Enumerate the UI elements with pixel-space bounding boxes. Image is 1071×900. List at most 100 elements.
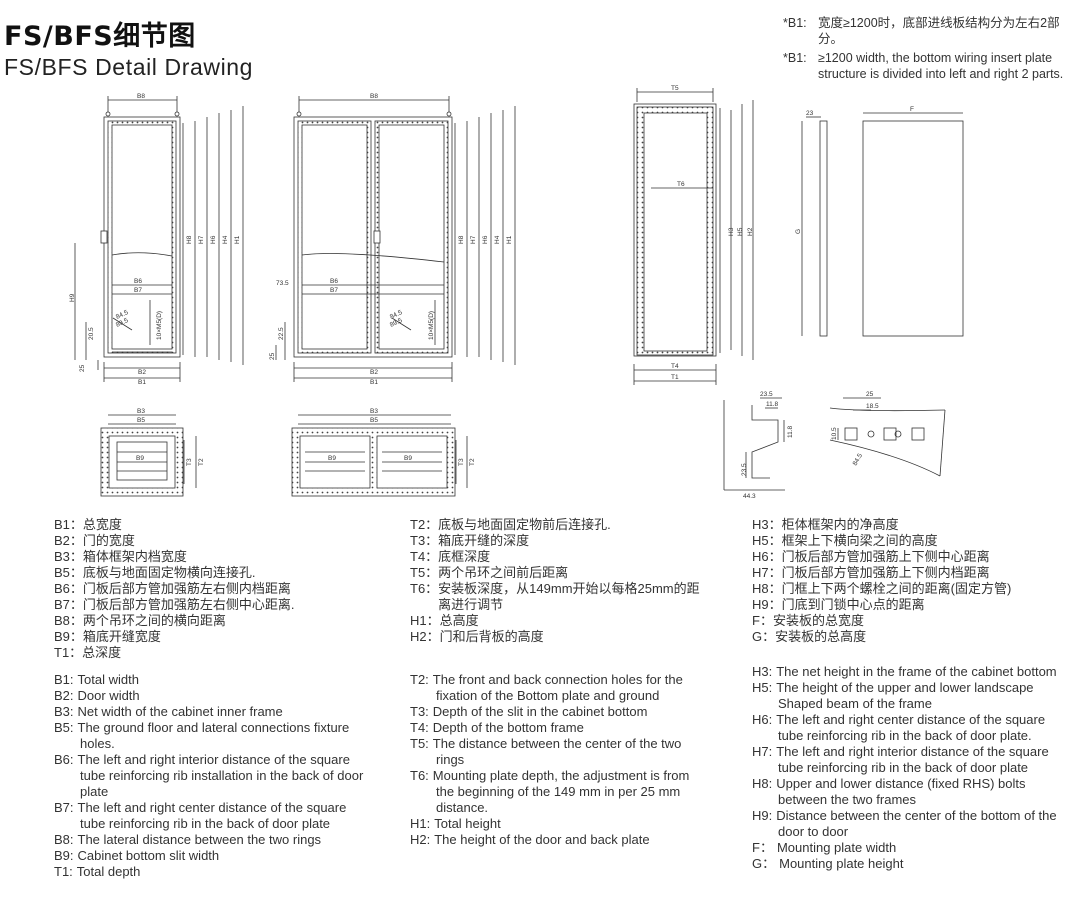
note-cn-marker: *B1:: [783, 16, 807, 30]
dim-label: 22.5: [278, 327, 285, 340]
legend-item: B9：箱底开缝宽度: [54, 629, 161, 644]
dim-label: 10×M5(D): [156, 311, 163, 340]
dim-label: T1: [671, 374, 679, 381]
dim-label: B1: [138, 379, 146, 386]
note-cn: *B1: 宽度≥1200时，底部进线板结构分为左右2部分。: [783, 16, 1071, 47]
legend-item: H3:The net height in the frame of the ca…: [752, 664, 1057, 679]
legend-cn-col3: H3：柜体框架内的净高度 H5：框架上下横向梁之间的高度 H6：门板后部方管加强…: [752, 517, 1067, 645]
profile-section-labels: 23.5 11.8 11.8 23.5 44.3: [741, 391, 794, 500]
dim-label: 89.5: [115, 317, 130, 329]
hole-pattern-view: [829, 397, 946, 477]
dim-label: H6: [482, 235, 489, 244]
dim-label: B2: [138, 369, 146, 376]
dim-label: H7: [198, 235, 205, 244]
legend-item: H5:The height of the upper and lower lan…: [752, 680, 1034, 711]
legend-item: B8:The lateral distance between the two …: [54, 832, 322, 847]
dim-label: B7: [330, 287, 338, 294]
note-en: *B1: ≥1200 width, the bottom wiring inse…: [783, 51, 1071, 82]
legend-item: T4:Depth of the bottom frame: [410, 720, 584, 735]
dim-label: B9: [136, 455, 144, 462]
legend-item: H5：框架上下横向梁之间的高度: [752, 533, 938, 548]
dim-label: 84.5: [389, 309, 404, 321]
legend-item: T4：底框深度: [410, 549, 491, 564]
legend-item: T6:Mounting plate depth, the adjustment …: [410, 768, 690, 815]
legend-item: G：安装板的总高度: [752, 629, 867, 644]
single-bottom-plan-view: [100, 414, 197, 497]
legend-item: T3：箱底开缝的深度: [410, 533, 530, 548]
dim-label: B2: [370, 369, 378, 376]
dim-label: 84.5: [115, 309, 130, 321]
dim-label: H8: [458, 235, 465, 244]
dim-label: 23.5: [741, 463, 748, 476]
dim-label: H4: [222, 235, 229, 244]
dim-label: T6: [677, 181, 685, 188]
dim-label: F: [910, 106, 914, 113]
legend-item: B7：门板后部方管加强筋左右侧中心距离.: [54, 597, 295, 612]
legend-item: B2:Door width: [54, 688, 140, 703]
legend-item: F：Mounting plate width: [752, 840, 897, 855]
dim-label: B3: [370, 408, 378, 415]
dim-label: B5: [370, 417, 378, 424]
dim-label: B5: [137, 417, 145, 424]
single-door-labels: B8 B6 B7 B2 B1 H8 H7 H6 H4 H1 H9 20.5 25…: [69, 93, 241, 386]
legend-item: B6:The left and right interior distance …: [54, 752, 364, 799]
dim-label: T3: [458, 458, 465, 466]
dim-label: 25: [866, 391, 874, 398]
dim-label: T2: [469, 458, 476, 466]
legend-item: B5：底板与地面固定物横向连接孔.: [54, 565, 256, 580]
dim-label: 84.5: [852, 452, 865, 467]
double-bottom-labels: B3 B5 B9 B9 T3 T2: [328, 408, 476, 466]
technical-drawing: B8 B6 B7 B2 B1 H8 H7 H6 H4 H1 H9 20.5 25…: [69, 85, 964, 500]
dim-label: T4: [671, 363, 679, 370]
dim-label: T3: [186, 458, 193, 466]
mounting-plate-view: [801, 112, 964, 337]
dim-label: H8: [186, 235, 193, 244]
legend-item: B3:Net width of the cabinet inner frame: [54, 704, 283, 719]
legend-item: B8：两个吊环之间的横向距离: [54, 613, 226, 628]
legend-item: H9：门底到门锁中心点的距离: [752, 597, 925, 612]
dim-label: H9: [69, 293, 76, 302]
legend-item: H8:Upper and lower distance (fixed RHS) …: [752, 776, 1026, 807]
dim-label: B6: [134, 278, 142, 285]
legend-item: G：Mounting plate height: [752, 856, 904, 871]
legend-en-col3: H3:The net height in the frame of the ca…: [752, 664, 1067, 872]
dim-label: 73.5: [276, 280, 289, 287]
legend-item: F：安装板的总宽度: [752, 613, 864, 628]
legend-item: H2：门和后背板的高度: [410, 629, 544, 644]
legend-item: B1：总宽度: [54, 517, 122, 532]
double-door-labels: B8 73.5 B6 B7 B2 B1 H8 H7 H6 H4 H1 22.5 …: [269, 93, 513, 386]
note-cn-text: 宽度≥1200时，底部进线板结构分为左右2部分。: [818, 16, 1060, 46]
dim-label: H2: [747, 227, 754, 236]
legend-item: T1:Total depth: [54, 864, 141, 879]
page-title-en: FS/BFS Detail Drawing: [4, 54, 254, 80]
side-view: [633, 88, 754, 385]
single-door-front-view: [74, 96, 244, 382]
legend-item: B3：箱体框架内档宽度: [54, 549, 187, 564]
dim-label: H1: [234, 235, 241, 244]
dim-label: H5: [737, 227, 744, 236]
legend-item: T3:Depth of the slit in the cabinet bott…: [410, 704, 648, 719]
page-title-cn: FS/BFS细节图: [4, 21, 196, 52]
note-en-marker: *B1:: [783, 51, 807, 65]
dim-label: H6: [210, 235, 217, 244]
profile-section-view: [723, 397, 785, 491]
side-view-labels: T5 T6 H3 H5 H2 T4 T1: [671, 85, 754, 381]
legend-item: H6:The left and right center distance of…: [752, 712, 1046, 743]
legend-cn-col1: B1：总宽度 B2：门的宽度 B3：箱体框架内档宽度 B5：底板与地面固定物横向…: [54, 517, 384, 661]
dim-label: 10×M5(D): [428, 311, 435, 340]
legend-item: T2：底板与地面固定物前后连接孔.: [410, 517, 611, 532]
dim-label: 18.5: [866, 403, 879, 410]
legend-item: H6：门板后部方管加强筋上下侧中心距离: [752, 549, 990, 564]
legend-item: H1：总高度: [410, 613, 479, 628]
dim-label: 44.3: [743, 493, 756, 500]
dim-label: B1: [370, 379, 378, 386]
legend-cn-col2: T2：底板与地面固定物前后连接孔. T3：箱底开缝的深度 T4：底框深度 T5：…: [410, 517, 710, 645]
dim-label: H4: [494, 235, 501, 244]
dim-label: B3: [137, 408, 145, 415]
legend-item: H9:Distance between the center of the bo…: [752, 808, 1057, 839]
dim-label: G: [795, 229, 802, 234]
legend-item: T5:The distance between the center of th…: [410, 736, 682, 767]
legend-item: H3：柜体框架内的净高度: [752, 517, 899, 532]
dim-label: B7: [134, 287, 142, 294]
dim-label: T2: [198, 458, 205, 466]
